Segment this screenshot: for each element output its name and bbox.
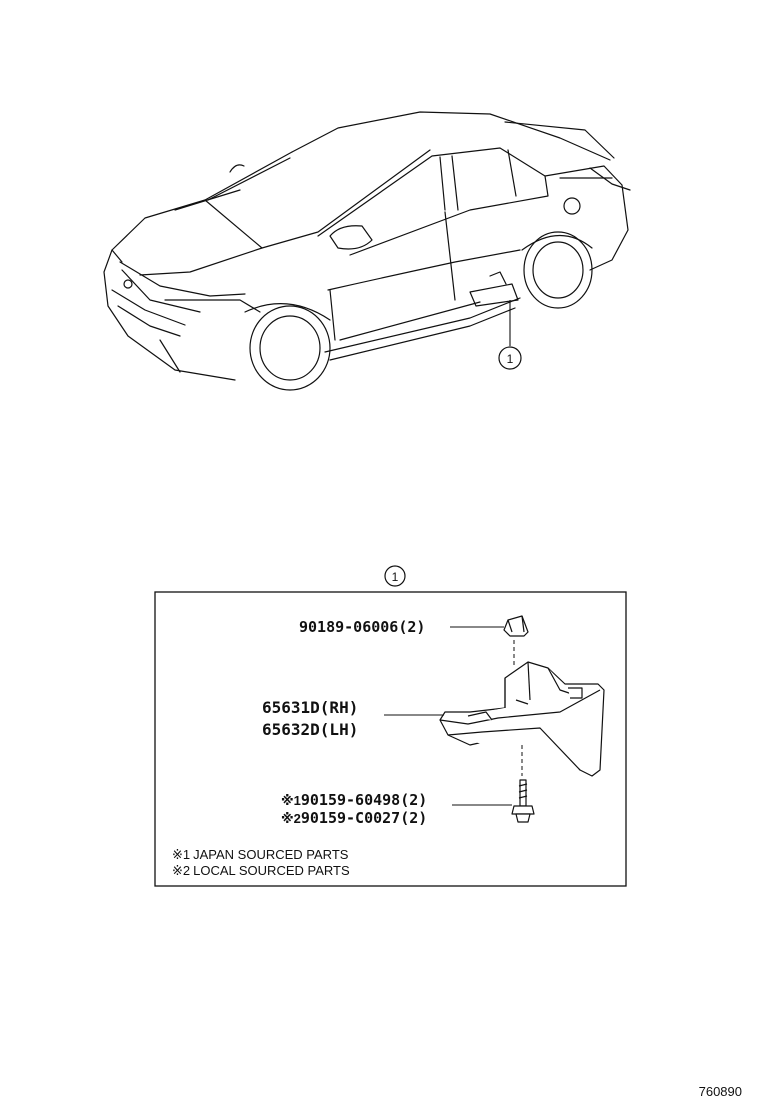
overview-callout-label: 1: [507, 352, 514, 366]
detail-callout: 1: [384, 565, 406, 587]
clip-drawing: [503, 615, 529, 637]
part-label-mudguard-lh: 65632D(LH): [262, 720, 358, 739]
part-number-bolt-japan: 90159-60498: [301, 791, 400, 809]
mudguard-drawing: [439, 661, 605, 777]
part-number-mudguard-rh: 65631D: [262, 698, 320, 717]
part-qty-mudguard-lh: (LH): [320, 720, 359, 739]
part-qty-bolt-local: (2): [400, 809, 427, 827]
note-marker-local: ※2: [172, 863, 190, 878]
part-number-mudguard-lh: 65632D: [262, 720, 320, 739]
note-marker-japan: ※1: [172, 847, 190, 862]
part-number-bolt-local: 90159-C0027: [301, 809, 400, 827]
figure-number: 760890: [699, 1084, 742, 1099]
part-qty-bolt-japan: (2): [400, 791, 427, 809]
part-marker-bolt-japan: ※1: [281, 793, 301, 808]
part-qty-mudguard-rh: (RH): [320, 698, 359, 717]
part-leaders: [384, 626, 512, 806]
part-number-clip: 90189-06006: [299, 618, 398, 636]
detail-callout-label: 1: [392, 570, 399, 584]
part-label-bolt-local: ※290159-C0027(2): [281, 809, 427, 827]
note-text-japan: JAPAN SOURCED PARTS: [193, 847, 349, 862]
part-label-clip: 90189-06006(2): [299, 618, 425, 636]
part-label-bolt-japan: ※190159-60498(2): [281, 791, 427, 809]
note-text-local: LOCAL SOURCED PARTS: [193, 863, 350, 878]
overview-callout: 1: [498, 346, 522, 370]
part-label-mudguard-rh: 65631D(RH): [262, 698, 358, 717]
part-marker-bolt-local: ※2: [281, 811, 301, 826]
bolt-drawing: [511, 779, 535, 823]
detail-frame: [154, 591, 627, 887]
car-illustration: [103, 111, 631, 391]
part-qty-clip: (2): [398, 618, 425, 636]
